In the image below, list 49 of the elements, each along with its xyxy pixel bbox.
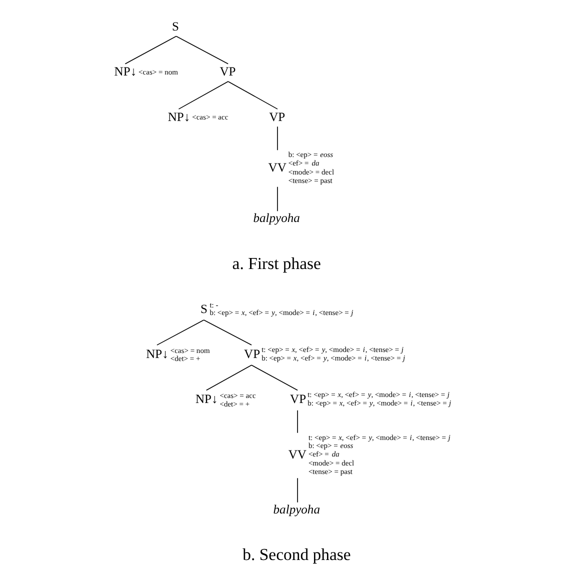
connector [156,320,204,346]
connector [124,36,176,64]
node-label: b: <ep> = x, <ef> = y, <mode> = i, <tense> = j [307,398,451,408]
connector [227,81,278,110]
node-text: NP↓ [146,347,168,362]
connector [296,478,298,503]
node-text: NP↓ [114,64,136,79]
node-label: t: <ep> = x, <ef> = y, <mode> = i, <tense> = j [308,432,450,442]
connector [250,364,298,391]
node-label: <cas> = acc [219,390,256,400]
node-label: t: <ep> = x, <ef> = y, <mode> = i, <tense> = j [261,344,403,354]
node-label: b: <ep> = eoss [288,150,333,159]
node-text: balpyoha [272,502,320,516]
node-label: <cas> = nom [138,68,178,77]
node-text: VP [219,64,236,79]
connector [178,81,228,110]
node-label: <cas> = nom [170,346,210,355]
node-label: <mode> = decl [308,458,354,468]
node-text: balpyoha [252,211,300,226]
node-label: <det> = + [219,399,250,408]
node-text: VP [268,110,285,124]
node-text: S [172,19,179,34]
node-label: <ef> = da [288,158,319,168]
label: a. First phase [232,254,320,273]
node-label: b: <ep> = eoss [308,441,353,450]
node-label: t: <ep> = x, <ef> = y, <mode> = i, <tense> = j [307,390,449,400]
node-text: S [200,302,207,316]
connector [205,364,252,391]
connector [296,410,298,434]
node-label: b: <ep> = x, <ef> = y, <mode> = i, <tense> = j [261,353,405,362]
node-label: <det> = + [170,354,200,364]
node-label: <ef> = da [308,450,339,459]
connector [202,320,252,346]
node-label: <cas> = acc [192,112,228,122]
connector [175,36,228,64]
node-label: t: - [209,300,218,310]
node-text: VP [290,392,306,406]
connector [276,186,278,212]
node-text: NP↓ [167,110,190,124]
node-label: <mode> = decl [288,168,334,177]
node-label: <tense> = past [308,467,352,476]
node-text: VP [244,347,260,362]
node-text: NP↓ [194,392,218,406]
connector [276,126,278,150]
node-text: VV [268,160,286,174]
node-label: b: <ep> = x, <ef> = y, <mode> = i, <tense> = j [209,308,353,318]
node-label: <tense> = past [288,176,332,185]
node-text: VV [288,447,306,462]
label: b. Second phase [242,545,350,564]
